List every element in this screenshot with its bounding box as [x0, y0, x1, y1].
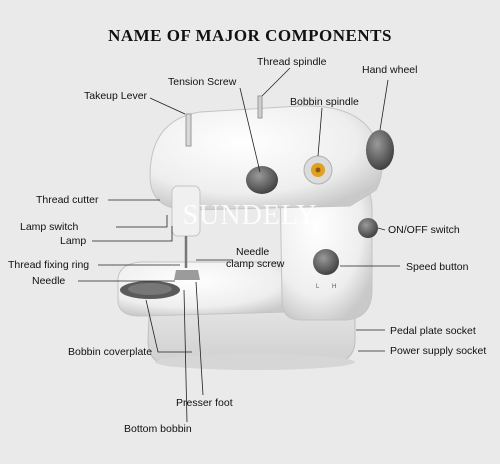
- label-speed-button: Speed button: [406, 261, 469, 273]
- watermark: SUNDELY: [182, 200, 318, 231]
- label-power-supply-socket: Power supply socket: [390, 345, 487, 357]
- label-needle-clamp-screw-line1: Needle: [236, 246, 270, 258]
- speed-mark-low: L: [316, 284, 320, 290]
- machine-foot: [155, 354, 355, 370]
- label-needle-clamp-screw-line2: clamp screw: [226, 258, 285, 270]
- label-lamp: Lamp: [60, 235, 87, 247]
- on-off-switch-shape: [358, 218, 378, 238]
- label-thread-cutter: Thread cutter: [36, 194, 99, 206]
- label-thread-spindle: Thread spindle: [257, 56, 327, 68]
- label-pedal-plate-socket: Pedal plate socket: [390, 325, 476, 337]
- label-thread-fixing-ring: Thread fixing ring: [8, 259, 90, 271]
- label-bobbin-coverplate: Bobbin coverplate: [68, 346, 153, 358]
- label-tension-screw: Tension Screw: [168, 76, 237, 88]
- label-on-off-switch: ON/OFF switch: [388, 224, 460, 236]
- label-bottom-bobbin: Bottom bobbin: [124, 423, 192, 435]
- label-needle: Needle: [32, 275, 66, 287]
- label-hand-wheel: Hand wheel: [362, 64, 418, 76]
- label-bobbin-spindle: Bobbin spindle: [290, 96, 359, 108]
- speed-button-shape: [313, 249, 339, 275]
- tension-screw-dial: [246, 166, 278, 194]
- label-lamp-switch: Lamp switch: [20, 221, 79, 233]
- label-takeup-lever: Takeup Lever: [84, 90, 148, 102]
- speed-mark-high: H: [332, 284, 336, 290]
- presser-foot-shape: [174, 270, 200, 280]
- thread-spindle-shape: [257, 95, 263, 119]
- diagram-title: NAME OF MAJOR COMPONENTS: [108, 26, 392, 45]
- label-presser-foot: Presser foot: [176, 397, 233, 409]
- hand-wheel-shape: [366, 130, 394, 170]
- takeup-lever: [185, 113, 192, 147]
